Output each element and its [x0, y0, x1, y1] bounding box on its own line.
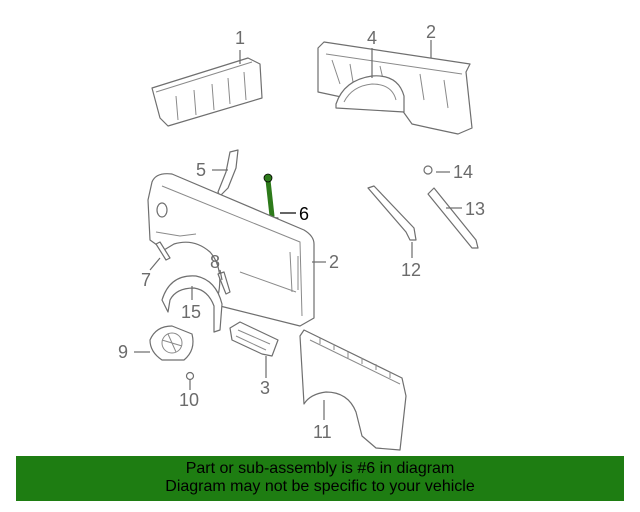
- footer-line-1: Part or sub-assembly is #6 in diagram: [185, 460, 455, 477]
- parts-diagram: 1 2 4 5 6 14 13 2 12 7 8 15 9 10 3 11: [118, 22, 485, 451]
- part-2-outer-side-panel: [147, 173, 315, 327]
- callout-15: 15: [181, 302, 201, 322]
- leader-lines: [134, 40, 462, 420]
- part-12-strap: [367, 185, 417, 241]
- callout-8: 8: [210, 252, 220, 272]
- callout-12: 12: [401, 260, 421, 280]
- part-10-washer: [185, 371, 195, 381]
- callout-10: 10: [179, 390, 199, 410]
- callout-7: 7: [141, 270, 151, 290]
- callout-2-side: 2: [329, 252, 339, 272]
- part-2-inner-side-panel: [317, 41, 473, 135]
- part-7-molding: [155, 241, 171, 261]
- footer-line-2: Diagram may not be specific to your vehi…: [165, 478, 475, 495]
- callout-9: 9: [118, 342, 128, 362]
- callout-6: 6: [299, 204, 309, 224]
- callout-5: 5: [196, 160, 206, 180]
- callout-4: 4: [367, 28, 377, 48]
- callout-11: 11: [313, 422, 332, 442]
- callout-1: 1: [235, 28, 245, 48]
- part-13-strap: [427, 187, 479, 249]
- part-9-fuel-door: [149, 325, 194, 361]
- callout-14: 14: [453, 162, 473, 182]
- callout-3: 3: [260, 378, 270, 398]
- part-5-bracket: [217, 149, 239, 197]
- callout-13: 13: [465, 199, 485, 219]
- part-11-lower-panel: [299, 329, 407, 451]
- callout-labels: 1 2 4 5 6 14 13 2 12 7 8 15 9 10 3 11: [118, 22, 485, 442]
- part-3-step: [229, 321, 279, 357]
- part-14-bolt: [423, 165, 433, 175]
- part-15-wheel-flare: [161, 275, 223, 333]
- callout-2-top: 2: [426, 22, 436, 42]
- part-1-front-panel: [151, 57, 263, 127]
- footer-banner: Part or sub-assembly is #6 in diagram Di…: [16, 456, 624, 501]
